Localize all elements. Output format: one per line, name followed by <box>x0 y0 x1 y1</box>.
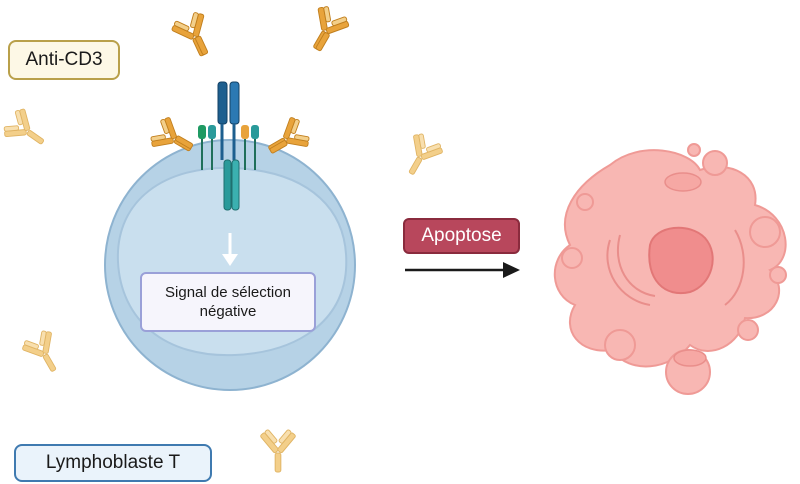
process-label-text: Apoptose <box>421 225 502 246</box>
antibody-icon <box>0 104 54 157</box>
antibody-icon <box>168 8 220 64</box>
signal-label-line2: négative <box>199 303 257 320</box>
signal-label-line1: Signal de sélection <box>165 284 291 301</box>
signal-arrow-icon <box>222 233 238 266</box>
antibody-icon <box>259 428 297 473</box>
antibody-icon <box>299 1 354 58</box>
cell-label-text: Lymphoblaste T <box>45 452 181 473</box>
cell-label: Lymphoblaste T <box>14 444 212 482</box>
process-label: Apoptose <box>403 218 520 254</box>
antibody-icon <box>395 129 447 183</box>
antibody-label: Anti-CD3 <box>8 40 120 80</box>
tcr-cd3-complex-icon <box>198 81 259 211</box>
right-arrow-icon <box>405 262 520 278</box>
signal-label: Signal de sélection négative <box>140 272 316 332</box>
antibody-label-text: Anti-CD3 <box>25 49 103 70</box>
antibody-icon <box>18 326 70 380</box>
apoptotic-cell <box>553 143 787 395</box>
